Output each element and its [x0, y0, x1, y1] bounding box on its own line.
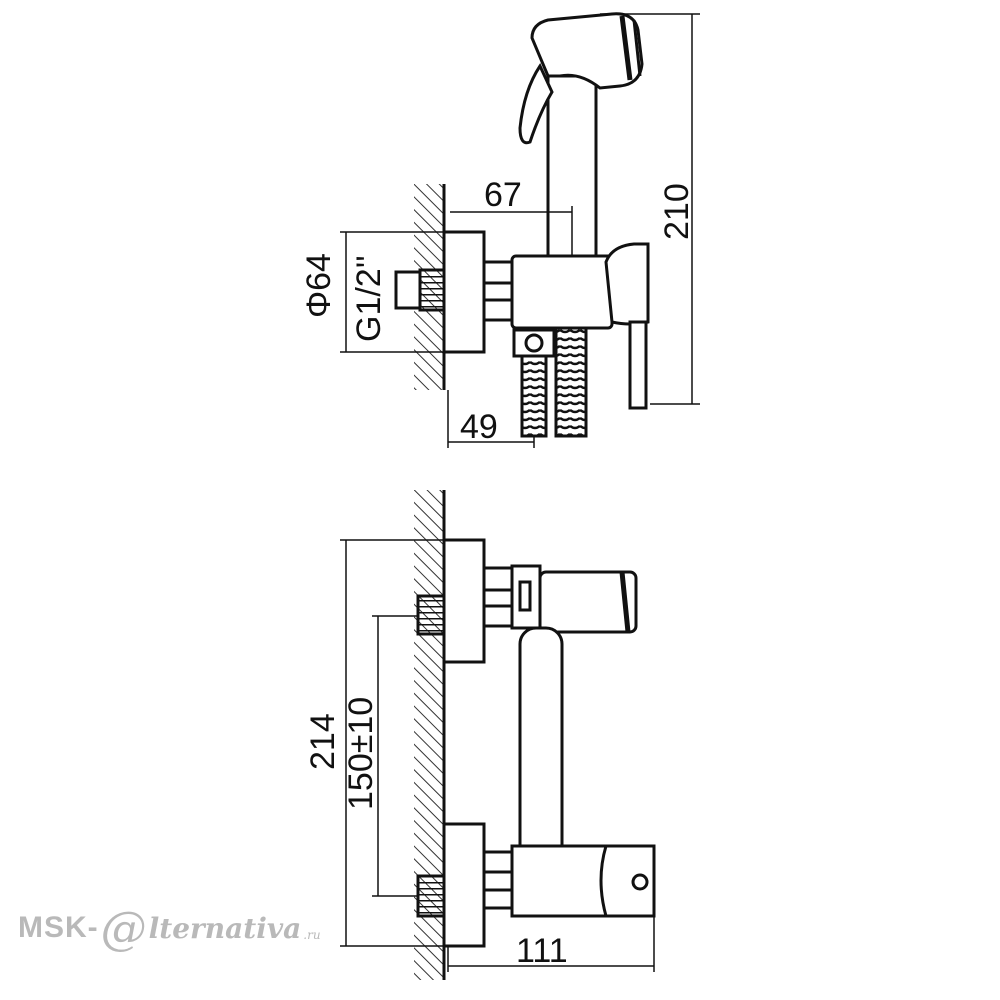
dim-150: 150±10 — [342, 697, 380, 810]
side-shower-head — [530, 12, 644, 90]
side-flange — [442, 230, 486, 354]
side-lever-arm — [628, 320, 648, 410]
front-view — [414, 490, 656, 980]
side-valve-body — [510, 254, 614, 330]
side-hex-nut — [482, 260, 514, 322]
front-lever — [599, 844, 656, 918]
dim-g12: G1/2'' — [350, 255, 388, 342]
side-hose — [554, 326, 588, 438]
front-lower-thread — [416, 874, 446, 918]
dim-49: 49 — [460, 408, 498, 446]
front-lower-flange — [442, 822, 486, 948]
side-pipe-stub — [394, 270, 422, 310]
front-lever-knob — [631, 873, 649, 891]
front-upper-nut — [482, 566, 514, 628]
watermark-brand-prefix: MSK- — [18, 911, 99, 944]
front-upper-flange — [442, 538, 486, 664]
watermark-brand-suffix: lternativa — [148, 911, 302, 945]
side-lever — [604, 242, 650, 326]
front-dimension-lines — [340, 539, 655, 972]
dim-214: 214 — [304, 713, 342, 770]
side-dimension-lines — [340, 13, 700, 448]
side-thread — [418, 268, 446, 312]
dim-phi64: Φ64 — [300, 253, 338, 318]
side-outlet-hose — [520, 354, 548, 438]
watermark-at-symbol: @ — [100, 901, 147, 955]
front-vertical-pipe — [518, 626, 564, 874]
dim-111: 111 — [516, 932, 568, 970]
dim-67: 67 — [484, 176, 522, 214]
side-shower-trigger — [518, 62, 554, 145]
front-upper-thread — [416, 594, 446, 636]
front-shower-head — [538, 570, 638, 634]
watermark-domain: .ru — [303, 928, 321, 942]
dim-210: 210 — [658, 183, 696, 240]
front-lower-nut — [482, 850, 514, 910]
side-view — [394, 12, 650, 438]
watermark-logo: MSK- @ lternativa .ru — [18, 898, 321, 958]
